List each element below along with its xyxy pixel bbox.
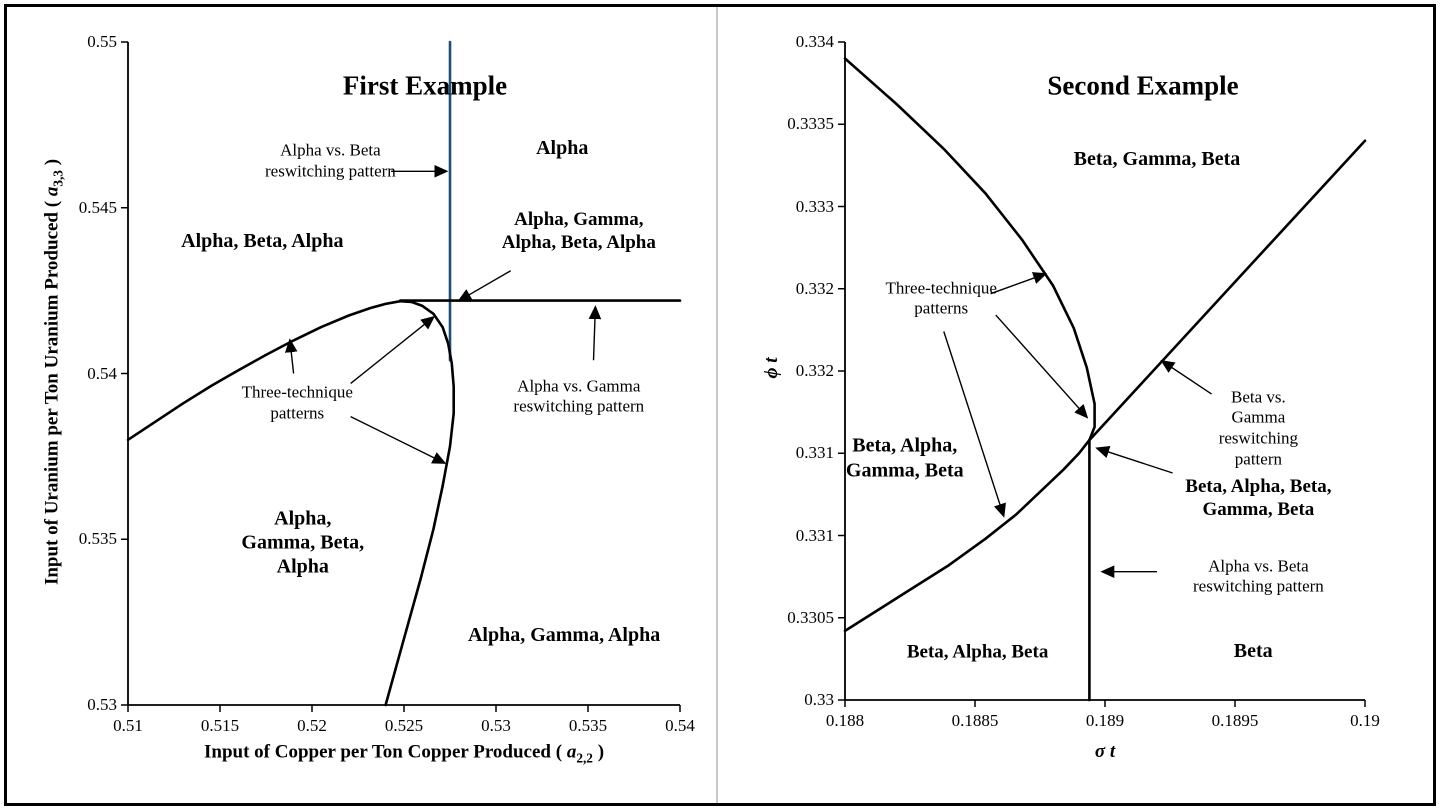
panel-divider (716, 7, 718, 803)
annotation-arrow (1160, 359, 1212, 395)
annotation-arrow (990, 272, 1048, 295)
annotation-arrow (350, 315, 436, 384)
annotation-arrow (284, 338, 298, 374)
annotation-arrow (995, 314, 1089, 419)
annotation-arrow (457, 270, 512, 302)
annotation-arrow (350, 415, 447, 464)
beta-gamma-reswitching-line (1088, 139, 1367, 442)
annotation-arrow (943, 331, 1006, 518)
three-technique-envelope-curve (843, 57, 1096, 633)
three-technique-envelope-curve (126, 299, 456, 707)
annotation-arrow (588, 305, 602, 361)
annotation-arrow (1095, 446, 1173, 474)
